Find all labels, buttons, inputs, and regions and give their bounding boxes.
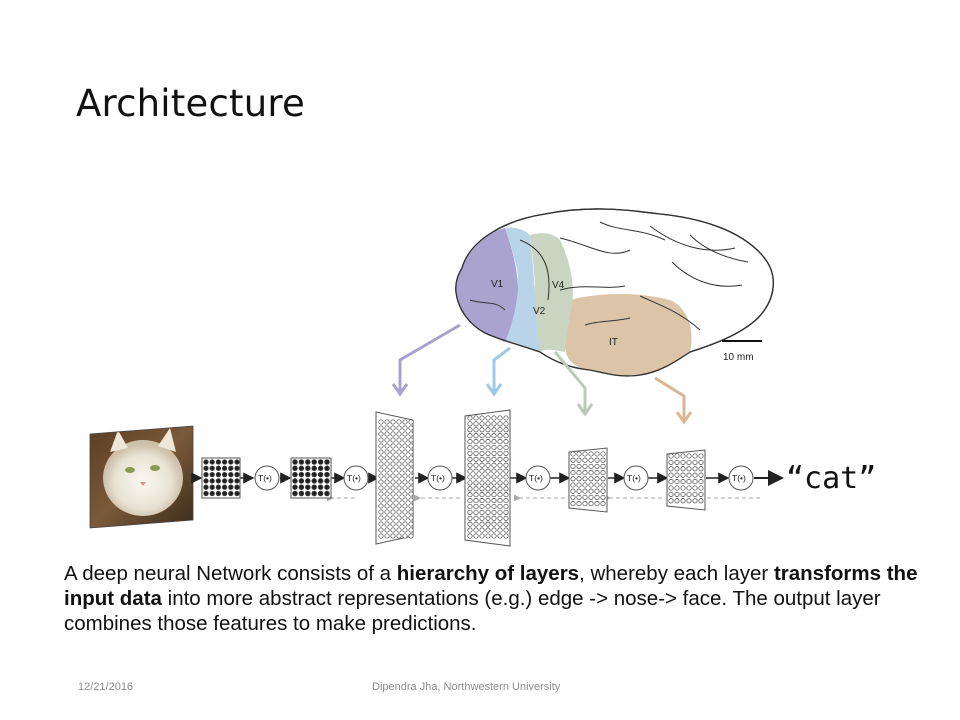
transform-label: T(•) — [258, 473, 272, 483]
body-text-part2: , whereby each layer — [579, 562, 774, 585]
region-v2 — [505, 227, 540, 352]
transform-node-6: T(•) — [728, 465, 754, 491]
region-label-v2: V2 — [533, 306, 546, 317]
body-paragraph: A deep neural Network consists of a hier… — [64, 561, 924, 636]
footer-credit: Dipendra Jha, Northwestern University — [372, 681, 561, 693]
slide-title: Architecture — [76, 82, 305, 125]
body-emphasis-transforms: transforms the input data — [64, 562, 918, 610]
network-pipeline: T(•) T(•) T(•) T(•) T(•) T(•) — [191, 409, 784, 547]
body-text-part1: A deep neural Network consists of a — [64, 562, 397, 585]
body-emphasis-hierarchy: hierarchy of layers — [396, 562, 580, 585]
region-it — [563, 294, 692, 376]
brain-illustration — [455, 208, 774, 377]
output-label-cat: “cat” — [786, 461, 876, 496]
brain-to-layer-arrows — [391, 323, 693, 425]
footer-date: 12/21/2016 — [78, 681, 134, 693]
transform-label: T(•) — [529, 473, 543, 483]
transform-label: T(•) — [347, 473, 361, 483]
layer-v2 — [464, 409, 511, 547]
input-grid-2 — [290, 457, 332, 499]
arrow-v4 — [553, 351, 587, 412]
region-label-v1: V1 — [491, 279, 504, 290]
transform-node-5: T(•) — [623, 465, 649, 491]
layer-v1 — [375, 411, 414, 545]
transform-node-1: T(•) — [254, 465, 280, 491]
transform-label: T(•) — [627, 473, 641, 483]
body-text-part3: into more abstract representations (e.g.… — [64, 587, 881, 635]
arrow-v2 — [492, 346, 511, 392]
region-label-v4: V4 — [552, 280, 565, 291]
scale-label: 10 mm — [723, 352, 754, 363]
arrow-v1 — [398, 323, 461, 392]
input-grid-1 — [201, 457, 241, 499]
region-v4 — [530, 233, 573, 352]
architecture-diagram: V1 V4 V2 IT 10 mm — [89, 208, 876, 547]
layer-v4 — [568, 447, 608, 513]
region-v1 — [455, 228, 518, 342]
layer-it — [666, 449, 706, 511]
arrow-it — [654, 376, 686, 420]
transform-node-2: T(•) — [343, 465, 369, 491]
transform-node-4: T(•) — [525, 465, 551, 491]
transform-label: T(•) — [431, 473, 445, 483]
transform-label: T(•) — [732, 473, 746, 483]
cat-photo — [89, 425, 194, 529]
region-label-it: IT — [609, 337, 618, 348]
transform-node-3: T(•) — [427, 465, 453, 491]
